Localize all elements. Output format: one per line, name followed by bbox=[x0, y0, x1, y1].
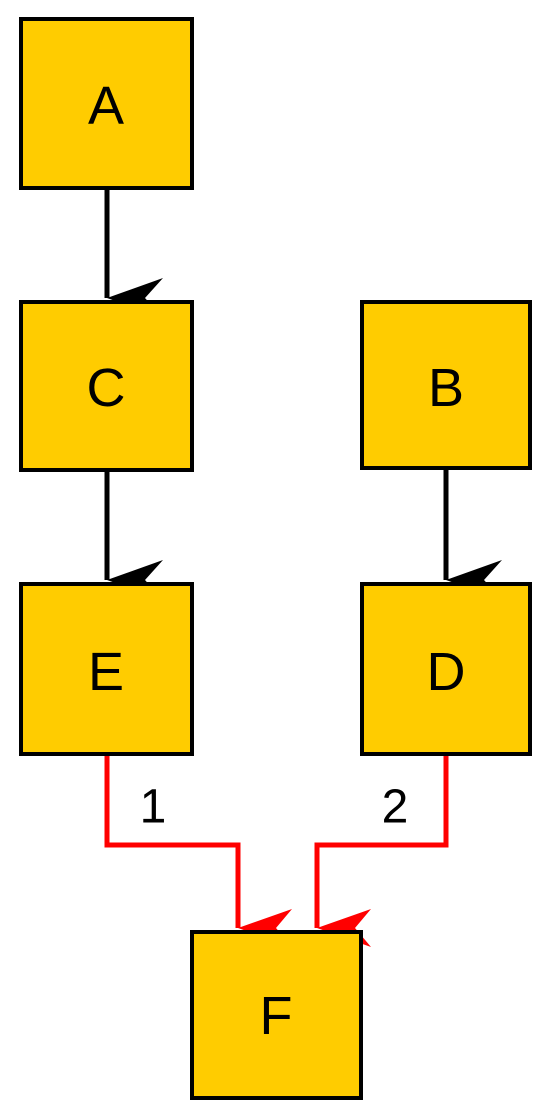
node-b-box bbox=[360, 300, 532, 470]
edge-e-to-f bbox=[104, 756, 292, 947]
node-e-label: E bbox=[88, 642, 124, 702]
node-a: A bbox=[19, 17, 194, 190]
node-b: B bbox=[360, 300, 532, 470]
node-f-label: F bbox=[260, 986, 293, 1046]
node-f: F bbox=[190, 930, 363, 1100]
node-f-box bbox=[190, 930, 363, 1100]
edges: 1 2 bbox=[104, 190, 502, 947]
edge-label-2: 2 bbox=[382, 781, 409, 834]
node-c: C bbox=[19, 300, 194, 472]
edge-d-to-f bbox=[314, 756, 449, 947]
node-b-label: B bbox=[428, 358, 464, 418]
node-c-box bbox=[19, 300, 194, 472]
node-e: E bbox=[19, 582, 194, 756]
node-d: D bbox=[360, 582, 532, 756]
node-e-box bbox=[19, 582, 194, 756]
nodes: A C B E D F bbox=[19, 17, 532, 1100]
node-a-box bbox=[19, 17, 194, 190]
edge-label-1: 1 bbox=[140, 781, 167, 834]
node-a-label: A bbox=[88, 76, 124, 136]
node-c-label: C bbox=[87, 358, 126, 418]
node-d-label: D bbox=[427, 642, 466, 702]
node-d-box bbox=[360, 582, 532, 756]
